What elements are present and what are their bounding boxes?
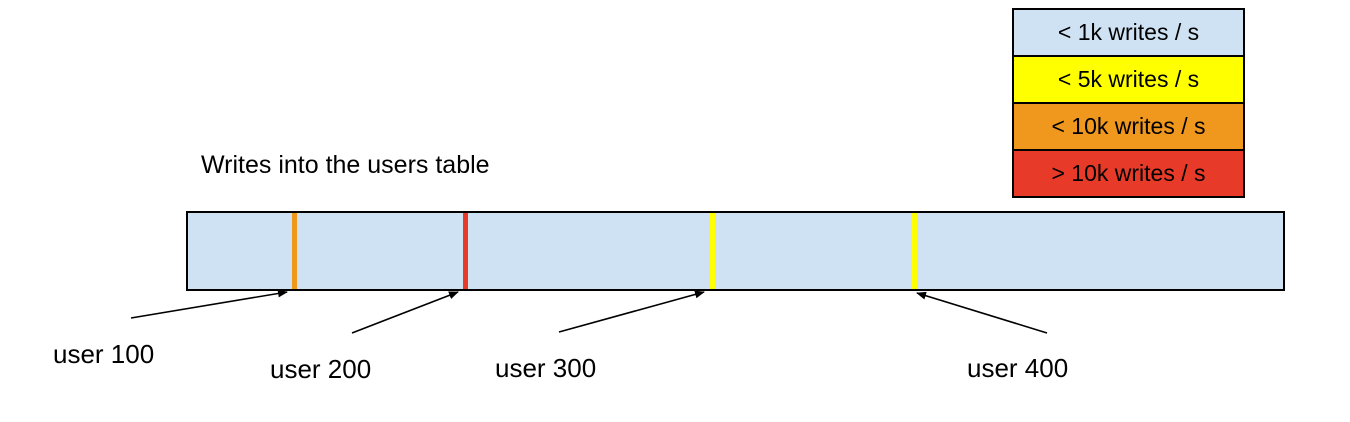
- marker-label-user-400: user 400: [967, 353, 1069, 383]
- legend-item-1: < 5k writes / s: [1012, 55, 1245, 104]
- hot-spot-line-user-400: [912, 213, 917, 289]
- diagram-title: Writes into the users table: [201, 151, 490, 179]
- arrow-user-300: [558, 290, 705, 333]
- marker-label-user-100: user 100: [53, 339, 155, 369]
- legend-item-label: < 10k writes / s: [1051, 113, 1206, 139]
- arrow-user-200: [351, 291, 459, 334]
- hot-spot-line-user-100: [292, 213, 297, 289]
- marker-label-user-200: user 200: [270, 354, 372, 384]
- legend-item-label: < 5k writes / s: [1057, 66, 1200, 92]
- legend-item-label: > 10k writes / s: [1051, 160, 1206, 186]
- legend-item-2: < 10k writes / s: [1012, 102, 1245, 151]
- legend-item-0: < 1k writes / s: [1012, 8, 1245, 57]
- arrow-user-100: [130, 289, 288, 319]
- hot-spot-line-user-300: [710, 213, 715, 289]
- users-table-bar: [186, 211, 1285, 291]
- marker-label-user-300: user 300: [495, 353, 597, 383]
- legend: < 1k writes / s < 5k writes / s < 10k writ…: [1012, 8, 1245, 198]
- legend-item-3: > 10k writes / s: [1012, 149, 1245, 198]
- legend-item-label: < 1k writes / s: [1057, 19, 1200, 45]
- arrow-user-400: [916, 291, 1048, 334]
- hot-spot-line-user-200: [463, 213, 468, 289]
